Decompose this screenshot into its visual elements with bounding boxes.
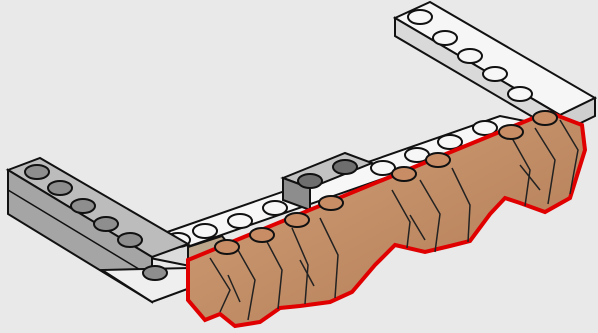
white-plate-right: [395, 2, 595, 133]
gray-plate-left: [8, 158, 190, 302]
